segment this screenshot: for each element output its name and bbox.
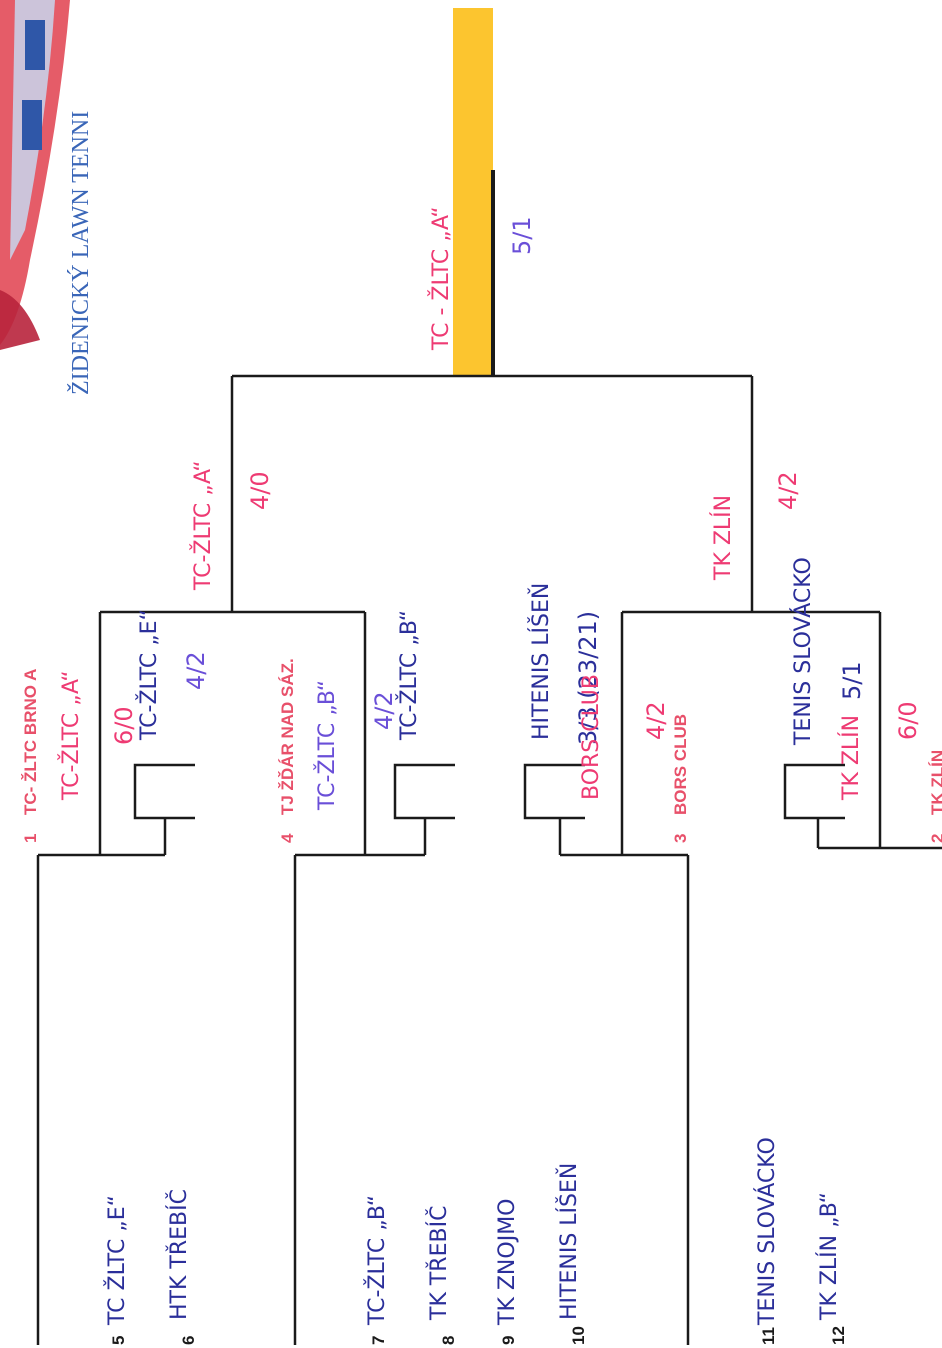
number-9: 9 — [499, 1336, 518, 1345]
r1-link-3 — [558, 818, 690, 1345]
r1-box-3 — [523, 763, 585, 820]
club-logo — [0, 0, 70, 350]
number-8: 8 — [439, 1336, 458, 1345]
r1-m1-team-b: HTK TŘEBÍČ — [166, 1189, 192, 1320]
seed-1-name: TC- ŽLTC BRNO A — [21, 669, 40, 815]
qf4-winner: TK ZLÍN — [838, 715, 864, 801]
number-10: 10 — [569, 1326, 588, 1345]
sf2-score: 4/2 — [774, 471, 802, 510]
final-entry: TC - ŽLTC „A“ 5/1 — [428, 206, 536, 351]
r1-link-1 — [36, 818, 167, 1345]
seed-number-2: 2 — [928, 834, 942, 843]
sf2-winner: TK ZLÍN — [710, 495, 736, 581]
number-7: 7 — [369, 1336, 388, 1345]
seed-2-name: TK ZLÍN — [928, 750, 942, 815]
qf1-winner: TC-ŽLTC „A“ — [58, 670, 84, 801]
seed-4-name: TJ ŽĎÁR NAD SÁZ. — [278, 658, 297, 815]
number-11: 11 — [759, 1327, 778, 1345]
r1-m3-team-b: HITENIS LÍŠEŇ — [556, 1163, 582, 1320]
r1-m1-score: 4/2 — [182, 651, 210, 690]
qf2-score: 4/2 — [370, 691, 398, 730]
r1-link-2 — [293, 818, 427, 1345]
qf3-score: 4/2 — [642, 701, 670, 740]
final-winner: TC - ŽLTC „A“ — [428, 206, 454, 351]
club-name: ŽIDENICKÝ LAWN TENNI — [68, 111, 94, 395]
sf — [230, 374, 754, 612]
number-12: 12 — [829, 1326, 848, 1345]
number-5: 5 — [109, 1336, 128, 1345]
number-6: 6 — [179, 1336, 198, 1345]
sf1-winner: TC-ŽLTC „A“ — [190, 460, 216, 591]
round1-entries: TC ŽLTC „E“ HTK TŘEBÍČ TC-ŽLTC „B“ TK TŘ… — [104, 557, 866, 1326]
r1-m4-team-b: TK ZLÍN „B“ — [816, 1192, 842, 1321]
r1-m1-winner: TC-ŽLTC „E“ — [136, 609, 162, 741]
qf4-score: 6/0 — [894, 701, 922, 740]
seed-3-name: BORS CLUB — [671, 714, 690, 815]
qf1-score: 6/0 — [110, 706, 138, 745]
semifinal-entries: TC-ŽLTC „A“ 4/0 TK ZLÍN 4/2 — [190, 460, 802, 591]
qf2-winner: TC-ŽLTC „B“ — [314, 680, 340, 811]
r1-m1-team-a: TC ŽLTC „E“ — [104, 1195, 130, 1326]
champion-highlight — [453, 8, 493, 376]
r1-m2-team-b: TK TŘEBÍČ — [426, 1206, 452, 1321]
r1-box-4 — [783, 763, 845, 820]
quarterfinal-entries: TC-ŽLTC „A“ 6/0 TC-ŽLTC „B“ 4/2 BORS CLU… — [58, 670, 922, 811]
r1-m2-team-a: TC-ŽLTC „B“ — [364, 1195, 390, 1326]
seed-number-3: 3 — [671, 834, 690, 843]
r1-link-4 — [816, 818, 942, 850]
r1-m3-team-a: TK ZNOJMO — [495, 1199, 520, 1327]
final-score: 5/1 — [508, 216, 536, 255]
sf1-score: 4/0 — [246, 471, 274, 510]
r1-m2-winner: TC-ŽLTC „B“ — [396, 610, 422, 741]
r1-box-2 — [393, 763, 455, 820]
r1-m3-score: 3/3 (23/21) — [574, 611, 602, 745]
r1-m4-winner: TENIS SLOVÁCKO — [790, 557, 816, 746]
seed-number-4: 4 — [278, 833, 297, 843]
seed-number-1: 1 — [21, 834, 40, 843]
r1-m3-winner: HITENIS LÍŠEŇ — [528, 583, 554, 740]
r1-m4-score: 5/1 — [838, 661, 866, 700]
bracket-lines — [36, 170, 942, 1345]
r1-box-1 — [133, 763, 195, 820]
r1-m4-team-a: TENIS SLOVÁCKO — [754, 1137, 780, 1326]
qf3-winner: BORS CLUB — [579, 674, 604, 800]
seed-labels: 5 6 7 8 9 10 11 12 1 4 3 2 TC- ŽLTC BRNO… — [21, 658, 942, 1345]
